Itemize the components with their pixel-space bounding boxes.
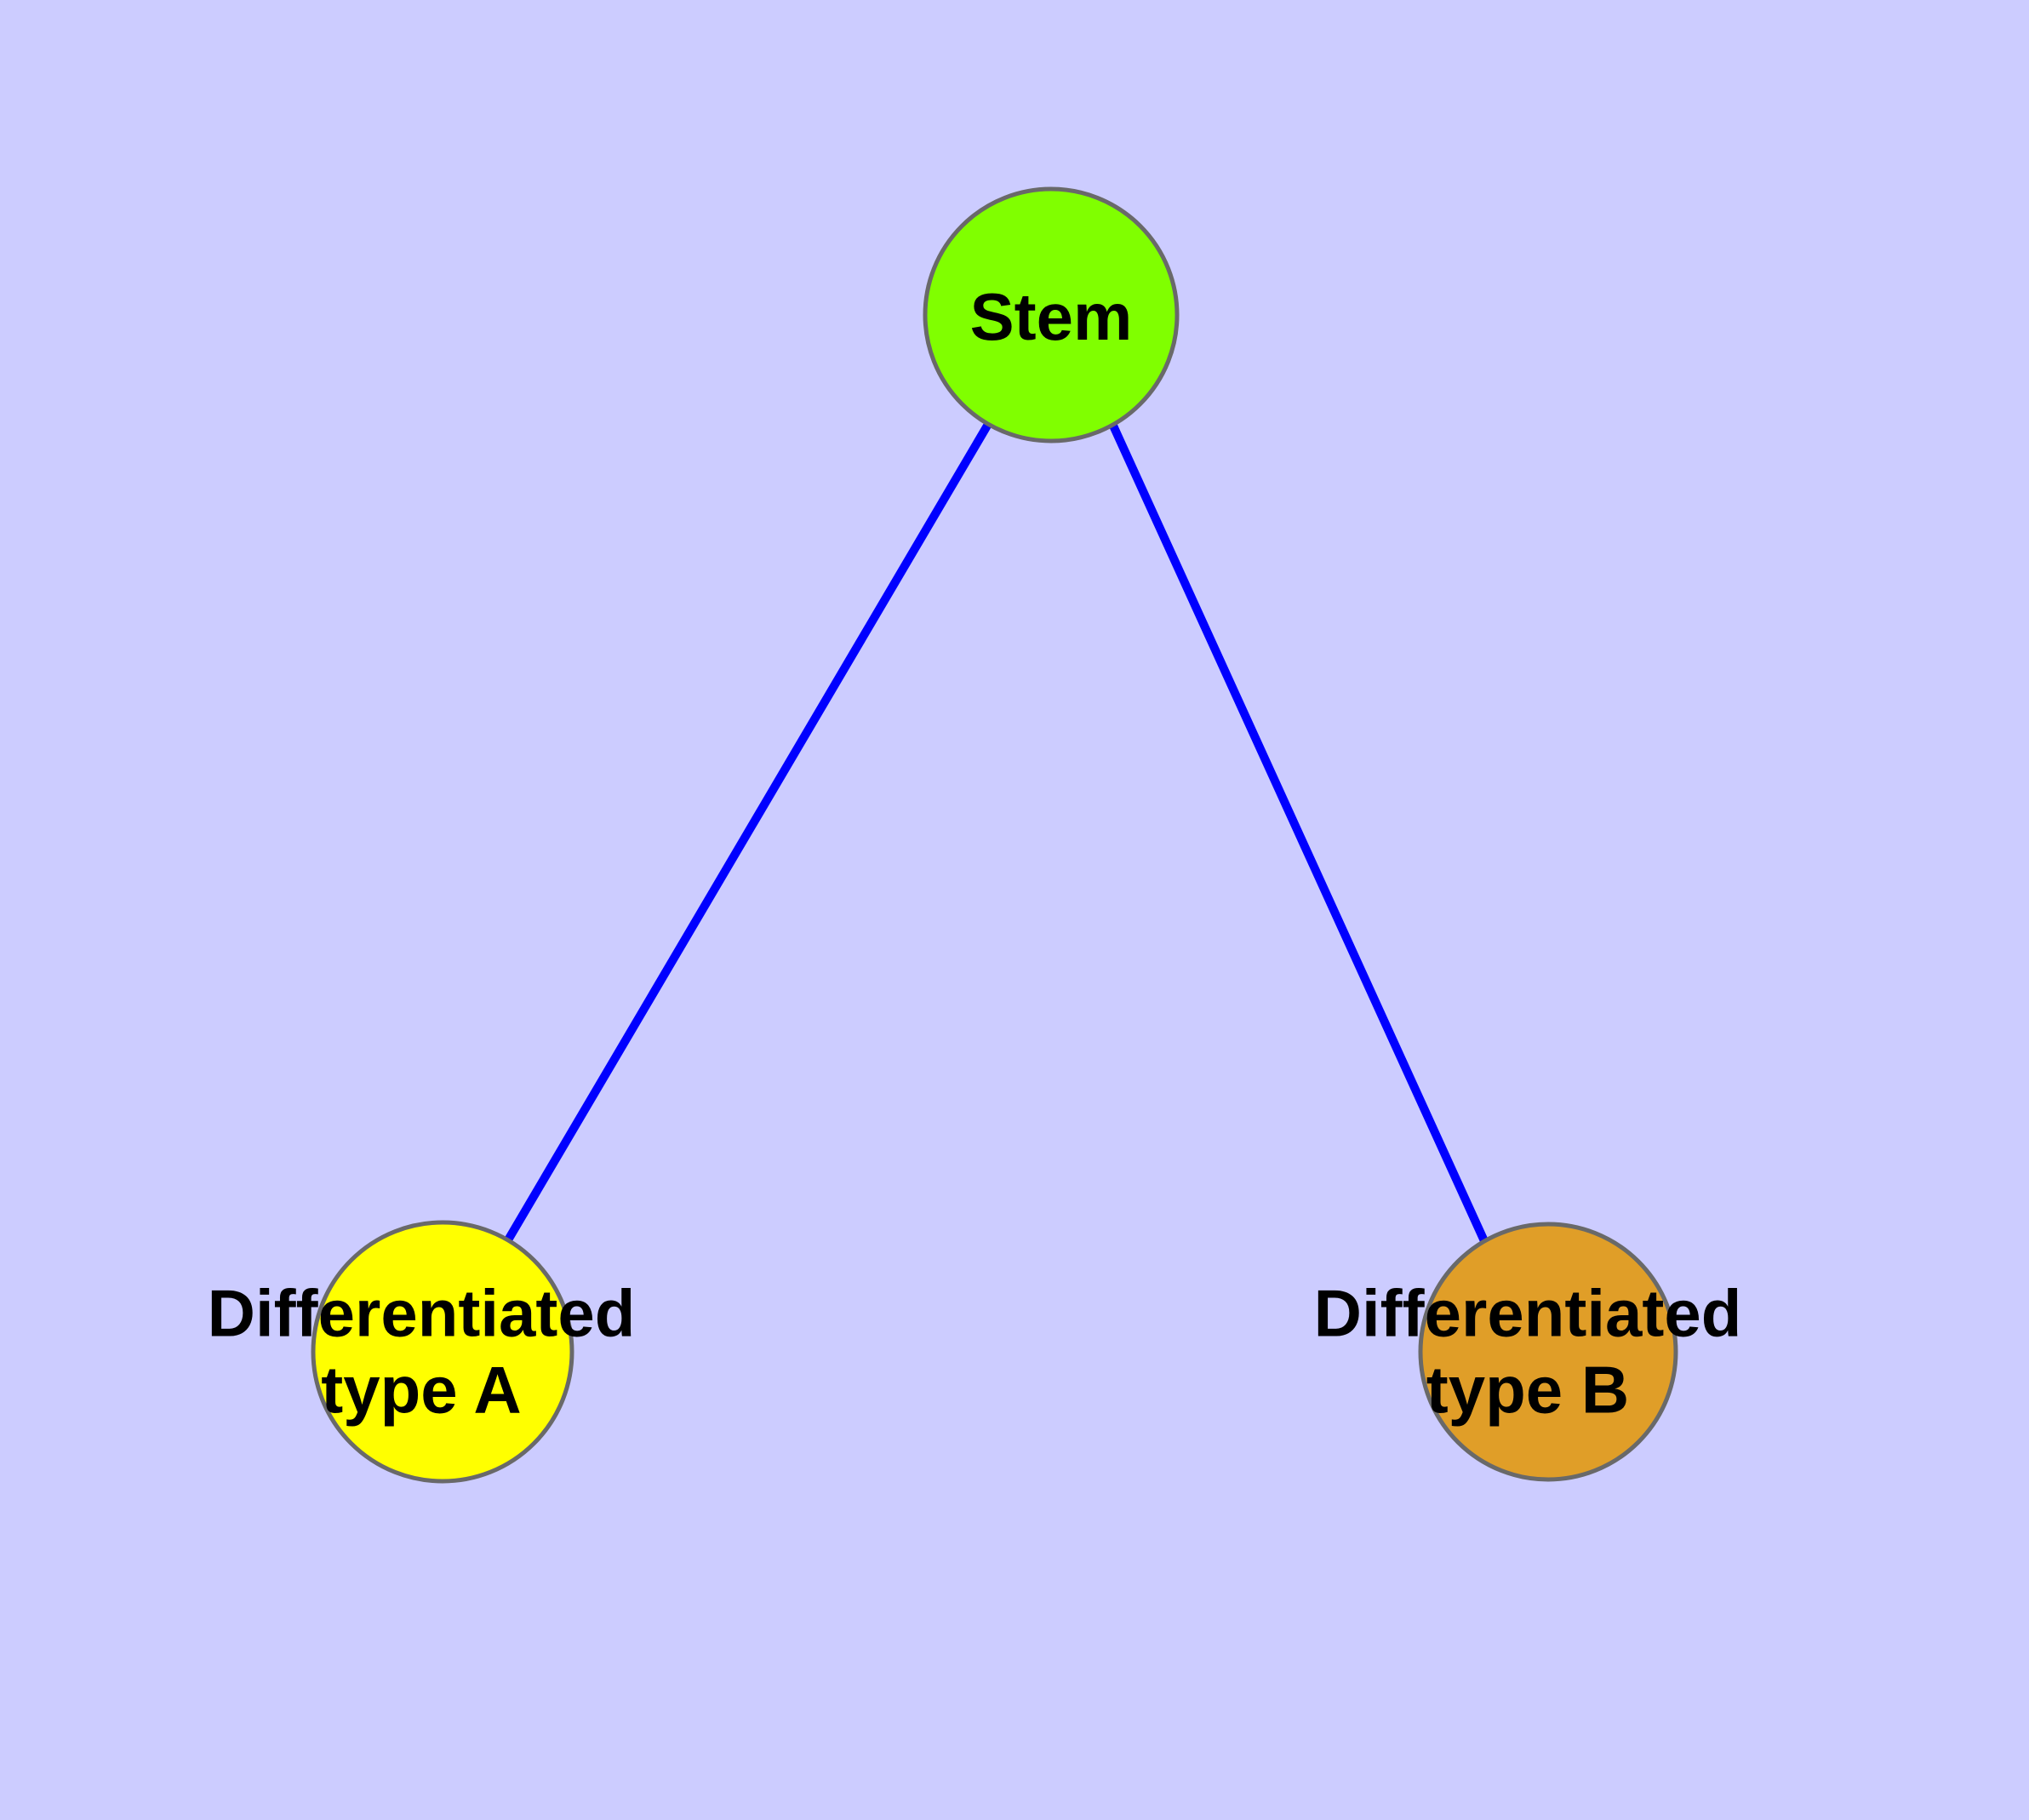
edges-group <box>502 423 1489 1245</box>
edge-stem-to-differentiated-type-a[interactable] <box>502 423 992 1245</box>
node-stem[interactable] <box>923 186 1180 444</box>
node-differentiated-type-a[interactable] <box>311 1220 574 1484</box>
edge-stem-to-differentiated-type-b[interactable] <box>1109 423 1489 1245</box>
node-differentiated-type-b[interactable] <box>1418 1222 1678 1482</box>
nodes-group <box>311 186 1678 1484</box>
